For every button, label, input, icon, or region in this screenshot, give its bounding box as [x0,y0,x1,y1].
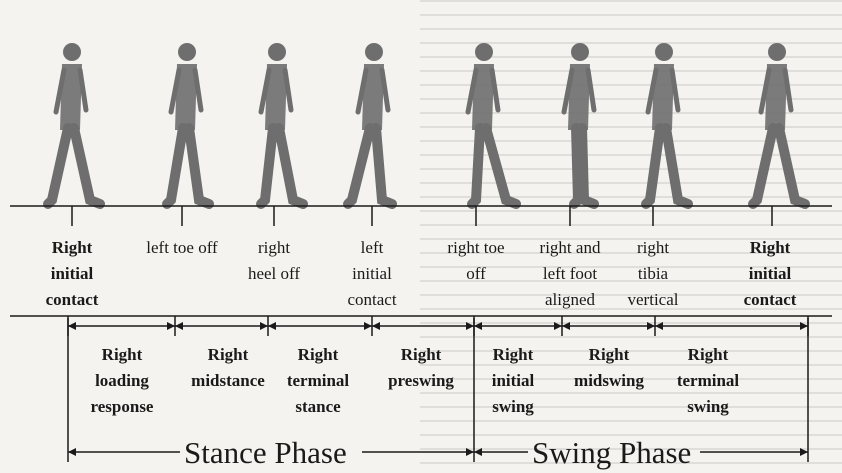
event-label-7: right tibia vertical [628,235,679,313]
phase-arrowhead-start-3 [268,322,276,330]
stance-phase-label: Stance Phase [184,436,347,470]
stance-arrowhead-end [466,448,474,456]
phase-label-midstance: Right midstance [191,342,265,394]
swing-arrowhead-start [474,448,482,456]
walking-figure-8 [753,43,805,204]
event-label-3: right heel off [248,235,300,287]
phase-label-terminal-swing: Right terminal swing [677,342,739,420]
phase-arrowhead-end-7 [800,322,808,330]
phase-label-loading-response: Right loading response [91,342,154,420]
phase-arrowhead-start-4 [372,322,380,330]
event-label-1: Right initial contact [46,235,99,313]
swing-phase-label: Swing Phase [532,436,691,470]
phase-label-midswing: Right midswing [574,342,644,394]
walking-figure-1 [48,43,100,204]
event-label-6: right and left foot aligned [540,235,601,313]
phase-arrowhead-start-1 [68,322,76,330]
phase-arrowhead-end-1 [167,322,175,330]
walking-figure-7 [646,43,688,204]
walking-figure-4 [348,43,392,204]
phase-arrowhead-start-5 [474,322,482,330]
phase-arrowhead-start-2 [175,322,183,330]
phase-label-initial-swing: Right initial swing [492,342,535,420]
phase-arrowhead-start-6 [562,322,570,330]
phase-arrowhead-end-6 [647,322,655,330]
phase-arrowhead-end-3 [364,322,372,330]
walking-figure-6 [564,43,594,204]
phase-arrowhead-end-5 [554,322,562,330]
stance-arrowhead-start [68,448,76,456]
phase-arrowhead-end-2 [260,322,268,330]
event-label-2: left toe off [146,235,217,261]
phase-label-terminal-stance: Right terminal stance [287,342,349,420]
walking-figure-5 [468,43,516,204]
walking-figure-2 [167,43,209,204]
walking-figure-3 [261,43,303,204]
event-label-5: right toe off [447,235,504,287]
event-label-8: Right initial contact [744,235,797,313]
phase-label-preswing: Right preswing [388,342,454,394]
swing-arrowhead-end [800,448,808,456]
event-label-4: left initial contact [347,235,396,313]
phase-arrowhead-end-4 [466,322,474,330]
phase-arrowhead-start-7 [655,322,663,330]
